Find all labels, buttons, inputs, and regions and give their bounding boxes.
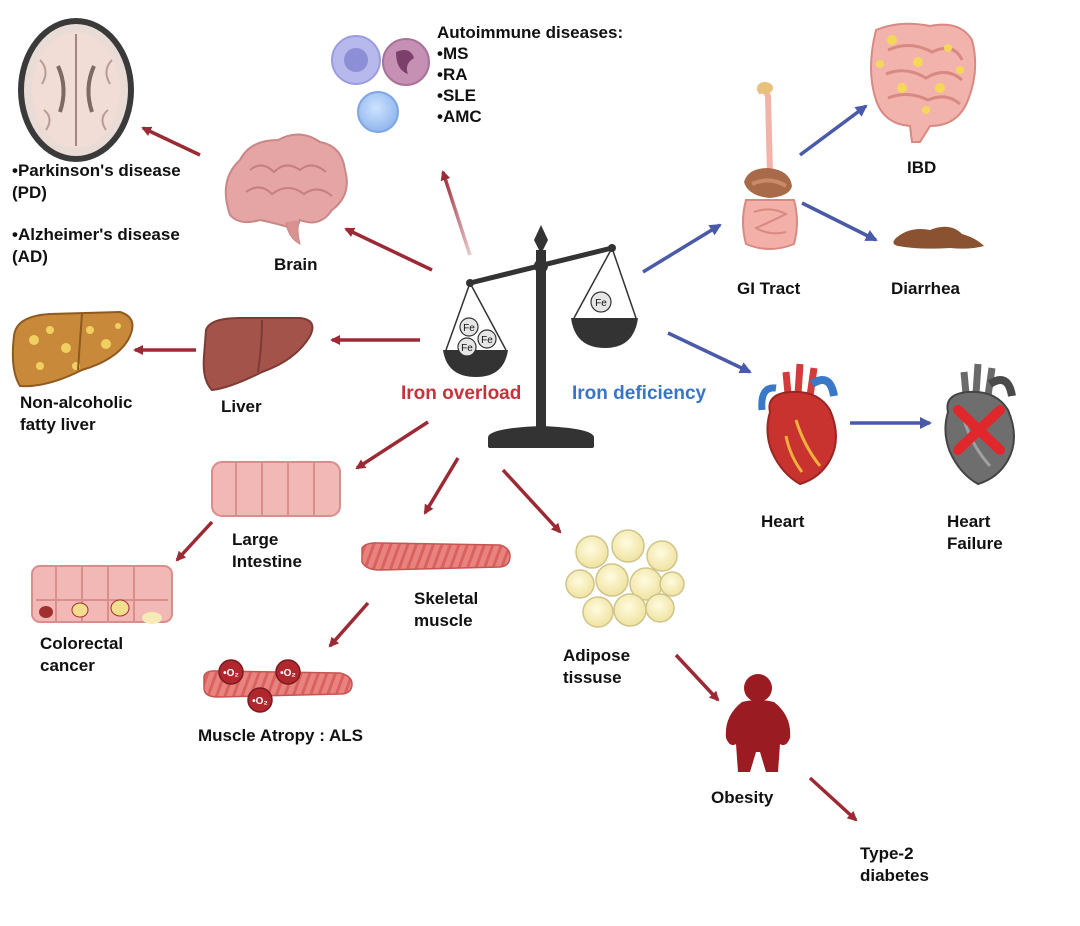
brain-mri-icon xyxy=(18,18,134,162)
heart-failure-icon xyxy=(944,363,1016,486)
large-intestine-label-line2: Intestine xyxy=(232,552,302,571)
superoxide-icon: •O₂ xyxy=(218,659,244,685)
autoimmune-item-sle: •SLE xyxy=(437,86,477,105)
gi-tract-icon xyxy=(742,82,798,250)
autoimmune-item-ms: •MS xyxy=(437,44,469,63)
obesity-label: Obesity xyxy=(711,788,774,807)
colorectal-label-line2: cancer xyxy=(40,656,95,675)
diarrhea-icon xyxy=(893,226,984,249)
skeletal-label-line1: Skeletal xyxy=(414,589,479,608)
adipose-tissue-icon xyxy=(565,529,685,628)
arrow-brain-to-pd xyxy=(141,126,201,157)
svg-text:•O₂: •O₂ xyxy=(280,668,296,679)
arrow-to-skeletal xyxy=(423,457,460,515)
fe-ion-left-3: Fe xyxy=(457,337,477,357)
heart-failure-label-line2: Failure xyxy=(947,534,1003,553)
iron-deficiency-label: Iron deficiency xyxy=(572,383,707,404)
liver-label: Liver xyxy=(221,397,262,416)
large-intestine-icon xyxy=(211,461,341,517)
heart-icon xyxy=(758,363,838,486)
obesity-person-icon xyxy=(725,674,791,772)
colorectal-cancer-icon xyxy=(31,565,173,624)
heart-failure-label-line1: Heart xyxy=(947,512,991,531)
gi-tract-label: GI Tract xyxy=(737,279,801,298)
muscle-atrophy-label: Muscle Atropy : ALS xyxy=(198,726,363,745)
superoxide-icon: •O₂ xyxy=(275,659,301,685)
brain-icon xyxy=(224,133,348,245)
arrow-skeletal-to-atrophy xyxy=(328,601,370,648)
svg-text:Fe: Fe xyxy=(463,323,475,334)
arrow-obesity-to-t2d xyxy=(808,776,858,822)
heart-label: Heart xyxy=(761,512,805,531)
skeletal-muscle-icon xyxy=(361,542,511,571)
svg-text:•O₂: •O₂ xyxy=(223,668,239,679)
pd-label-line1: •Parkinson's disease xyxy=(12,161,181,180)
iron-overload-label: Iron overload xyxy=(401,383,522,404)
nafld-label-line1: Non-alcoholic xyxy=(20,393,133,412)
arrow-adipose-to-obesity xyxy=(674,653,720,702)
arrow-to-brain xyxy=(344,227,433,272)
autoimmune-title: Autoimmune diseases: xyxy=(437,23,624,42)
nafld-label-line2: fatty liver xyxy=(20,415,96,434)
arrow-to-heart xyxy=(667,331,752,374)
arrow-intestine-to-colorectal xyxy=(175,520,214,562)
pd-label-line2: (PD) xyxy=(12,183,47,202)
svg-text:Fe: Fe xyxy=(461,343,473,354)
colorectal-label-line1: Colorectal xyxy=(40,634,124,653)
arrow-to-large-intestine xyxy=(355,420,429,470)
arrow-to-adipose xyxy=(501,468,562,534)
adipose-label-line2: tissuse xyxy=(563,668,622,687)
arrow-to-autoimmune xyxy=(440,170,472,256)
svg-text:Fe: Fe xyxy=(595,298,607,309)
svg-text:Fe: Fe xyxy=(481,335,493,346)
arrow-gi-to-diarrhea xyxy=(801,201,878,242)
liver-icon xyxy=(202,317,314,392)
brain-label: Brain xyxy=(274,255,318,274)
fe-ion-right: Fe xyxy=(590,291,612,313)
arrow-gi-to-ibd xyxy=(798,104,868,157)
adipose-label-line1: Adipose xyxy=(563,646,631,665)
arrow-to-gi-tract xyxy=(642,223,722,274)
fatty-liver-icon xyxy=(11,310,134,388)
ibd-intestine-icon xyxy=(870,22,977,143)
balance-scale-icon xyxy=(443,225,638,448)
fe-ion-left-2: Fe xyxy=(477,329,497,349)
immune-cells-icon xyxy=(331,35,430,133)
svg-text:•O₂: •O₂ xyxy=(252,696,268,707)
t2d-label-line1: Type-2 xyxy=(860,844,914,863)
autoimmune-item-ra: •RA xyxy=(437,65,468,84)
large-intestine-label-line1: Large xyxy=(232,530,279,549)
t2d-label-line2: diabetes xyxy=(860,866,929,885)
skeletal-label-line2: muscle xyxy=(414,611,473,630)
ad-label-line1: •Alzheimer's disease xyxy=(12,225,180,244)
ad-label-line2: (AD) xyxy=(12,247,48,266)
superoxide-icon: •O₂ xyxy=(247,687,273,713)
fe-ion-left-1: Fe xyxy=(459,317,479,337)
ibd-label: IBD xyxy=(907,158,937,177)
autoimmune-item-amc: •AMC xyxy=(437,107,482,126)
muscle-atrophy-icon: •O₂ •O₂ •O₂ xyxy=(203,659,353,713)
diarrhea-label: Diarrhea xyxy=(891,279,960,298)
